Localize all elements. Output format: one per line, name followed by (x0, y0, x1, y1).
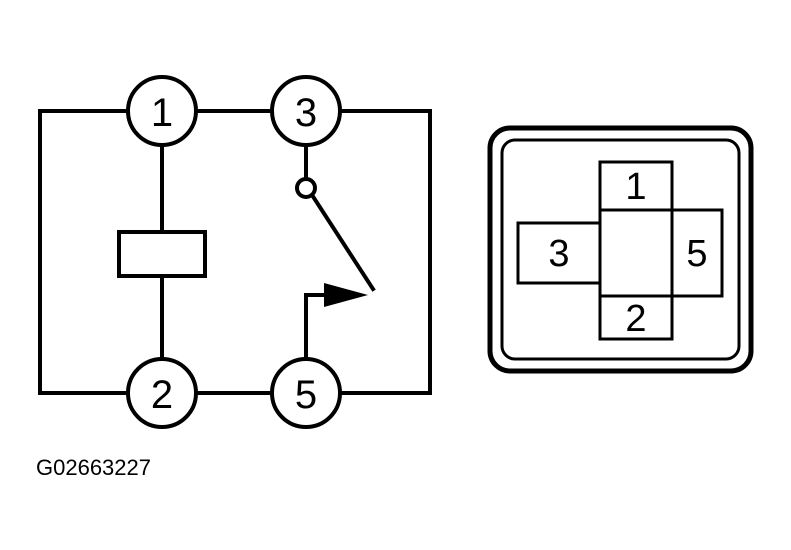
switch-blade (309, 192, 376, 292)
terminal-2-label: 2 (151, 373, 173, 417)
connector-inner-border (500, 138, 741, 361)
connector-cell-2-label: 2 (625, 298, 646, 340)
terminal-3-label: 3 (295, 91, 317, 135)
figure-id: G02663227 (36, 455, 151, 480)
relay-schematic (38, 75, 432, 429)
connector-outer-border (487, 125, 754, 374)
connector-cell-5 (670, 208, 724, 298)
terminal-3-circle (270, 75, 342, 147)
terminal-5-circle (270, 357, 342, 429)
relay-coil (117, 230, 207, 278)
switch-pivot (295, 177, 317, 199)
terminal-5-label: 5 (295, 373, 317, 417)
switch-contact-arrow (324, 283, 368, 307)
connector-cell-center (598, 208, 674, 298)
connector-cell-3-label: 3 (548, 233, 569, 275)
switch-contact-lead (304, 293, 330, 361)
connector-cell-1-label: 1 (625, 166, 646, 208)
terminal-1-circle (126, 75, 198, 147)
terminal-1-label: 1 (151, 91, 173, 135)
connector-cell-2 (598, 294, 674, 341)
connector-face (487, 125, 754, 374)
terminal-2-circle (126, 357, 198, 429)
connector-cell-5-label: 5 (686, 233, 707, 275)
